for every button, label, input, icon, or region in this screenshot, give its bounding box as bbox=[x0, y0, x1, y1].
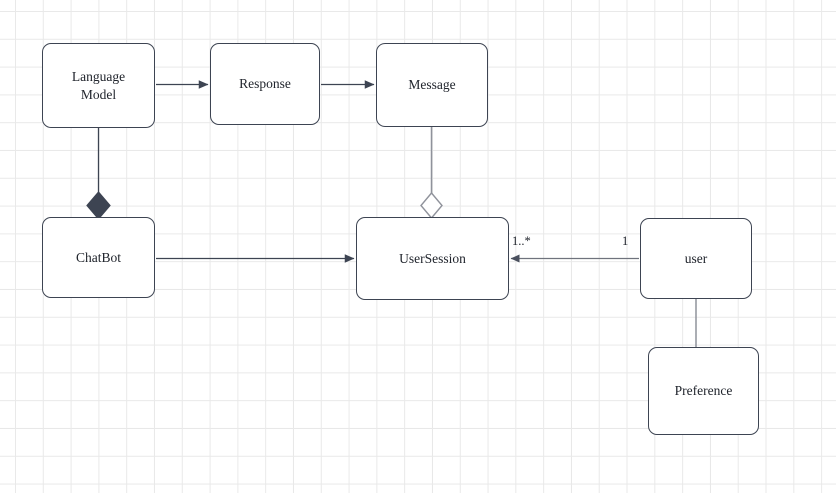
composition-diamond-icon bbox=[86, 191, 111, 220]
node-user[interactable]: user bbox=[640, 218, 752, 299]
node-response[interactable]: Response bbox=[210, 43, 320, 125]
node-response-label: Response bbox=[239, 76, 291, 92]
node-preference-label: Preference bbox=[674, 383, 733, 399]
node-language-model-label-line1: Language bbox=[71, 68, 126, 84]
node-message-label: Message bbox=[408, 77, 456, 93]
node-message[interactable]: Message bbox=[376, 43, 488, 127]
aggregation-diamond-icon bbox=[420, 191, 443, 220]
node-language-model[interactable]: Language Model bbox=[42, 43, 155, 128]
node-preference[interactable]: Preference bbox=[648, 347, 759, 435]
node-usersession[interactable]: UserSession bbox=[356, 217, 509, 300]
node-chatbot[interactable]: ChatBot bbox=[42, 217, 155, 298]
node-language-model-label: Language Model bbox=[72, 68, 125, 104]
node-language-model-label-line2: Model bbox=[80, 86, 117, 102]
edge-message-to-usersession bbox=[420, 127, 443, 220]
multiplicity-label-usersession: 1..* bbox=[512, 234, 531, 248]
node-chatbot-label: ChatBot bbox=[75, 249, 121, 265]
edge-language-model-to-chatbot bbox=[86, 128, 111, 220]
multiplicity-label-user: 1 bbox=[622, 234, 629, 248]
node-user-label: user bbox=[684, 250, 708, 266]
node-usersession-label: UserSession bbox=[399, 250, 466, 266]
